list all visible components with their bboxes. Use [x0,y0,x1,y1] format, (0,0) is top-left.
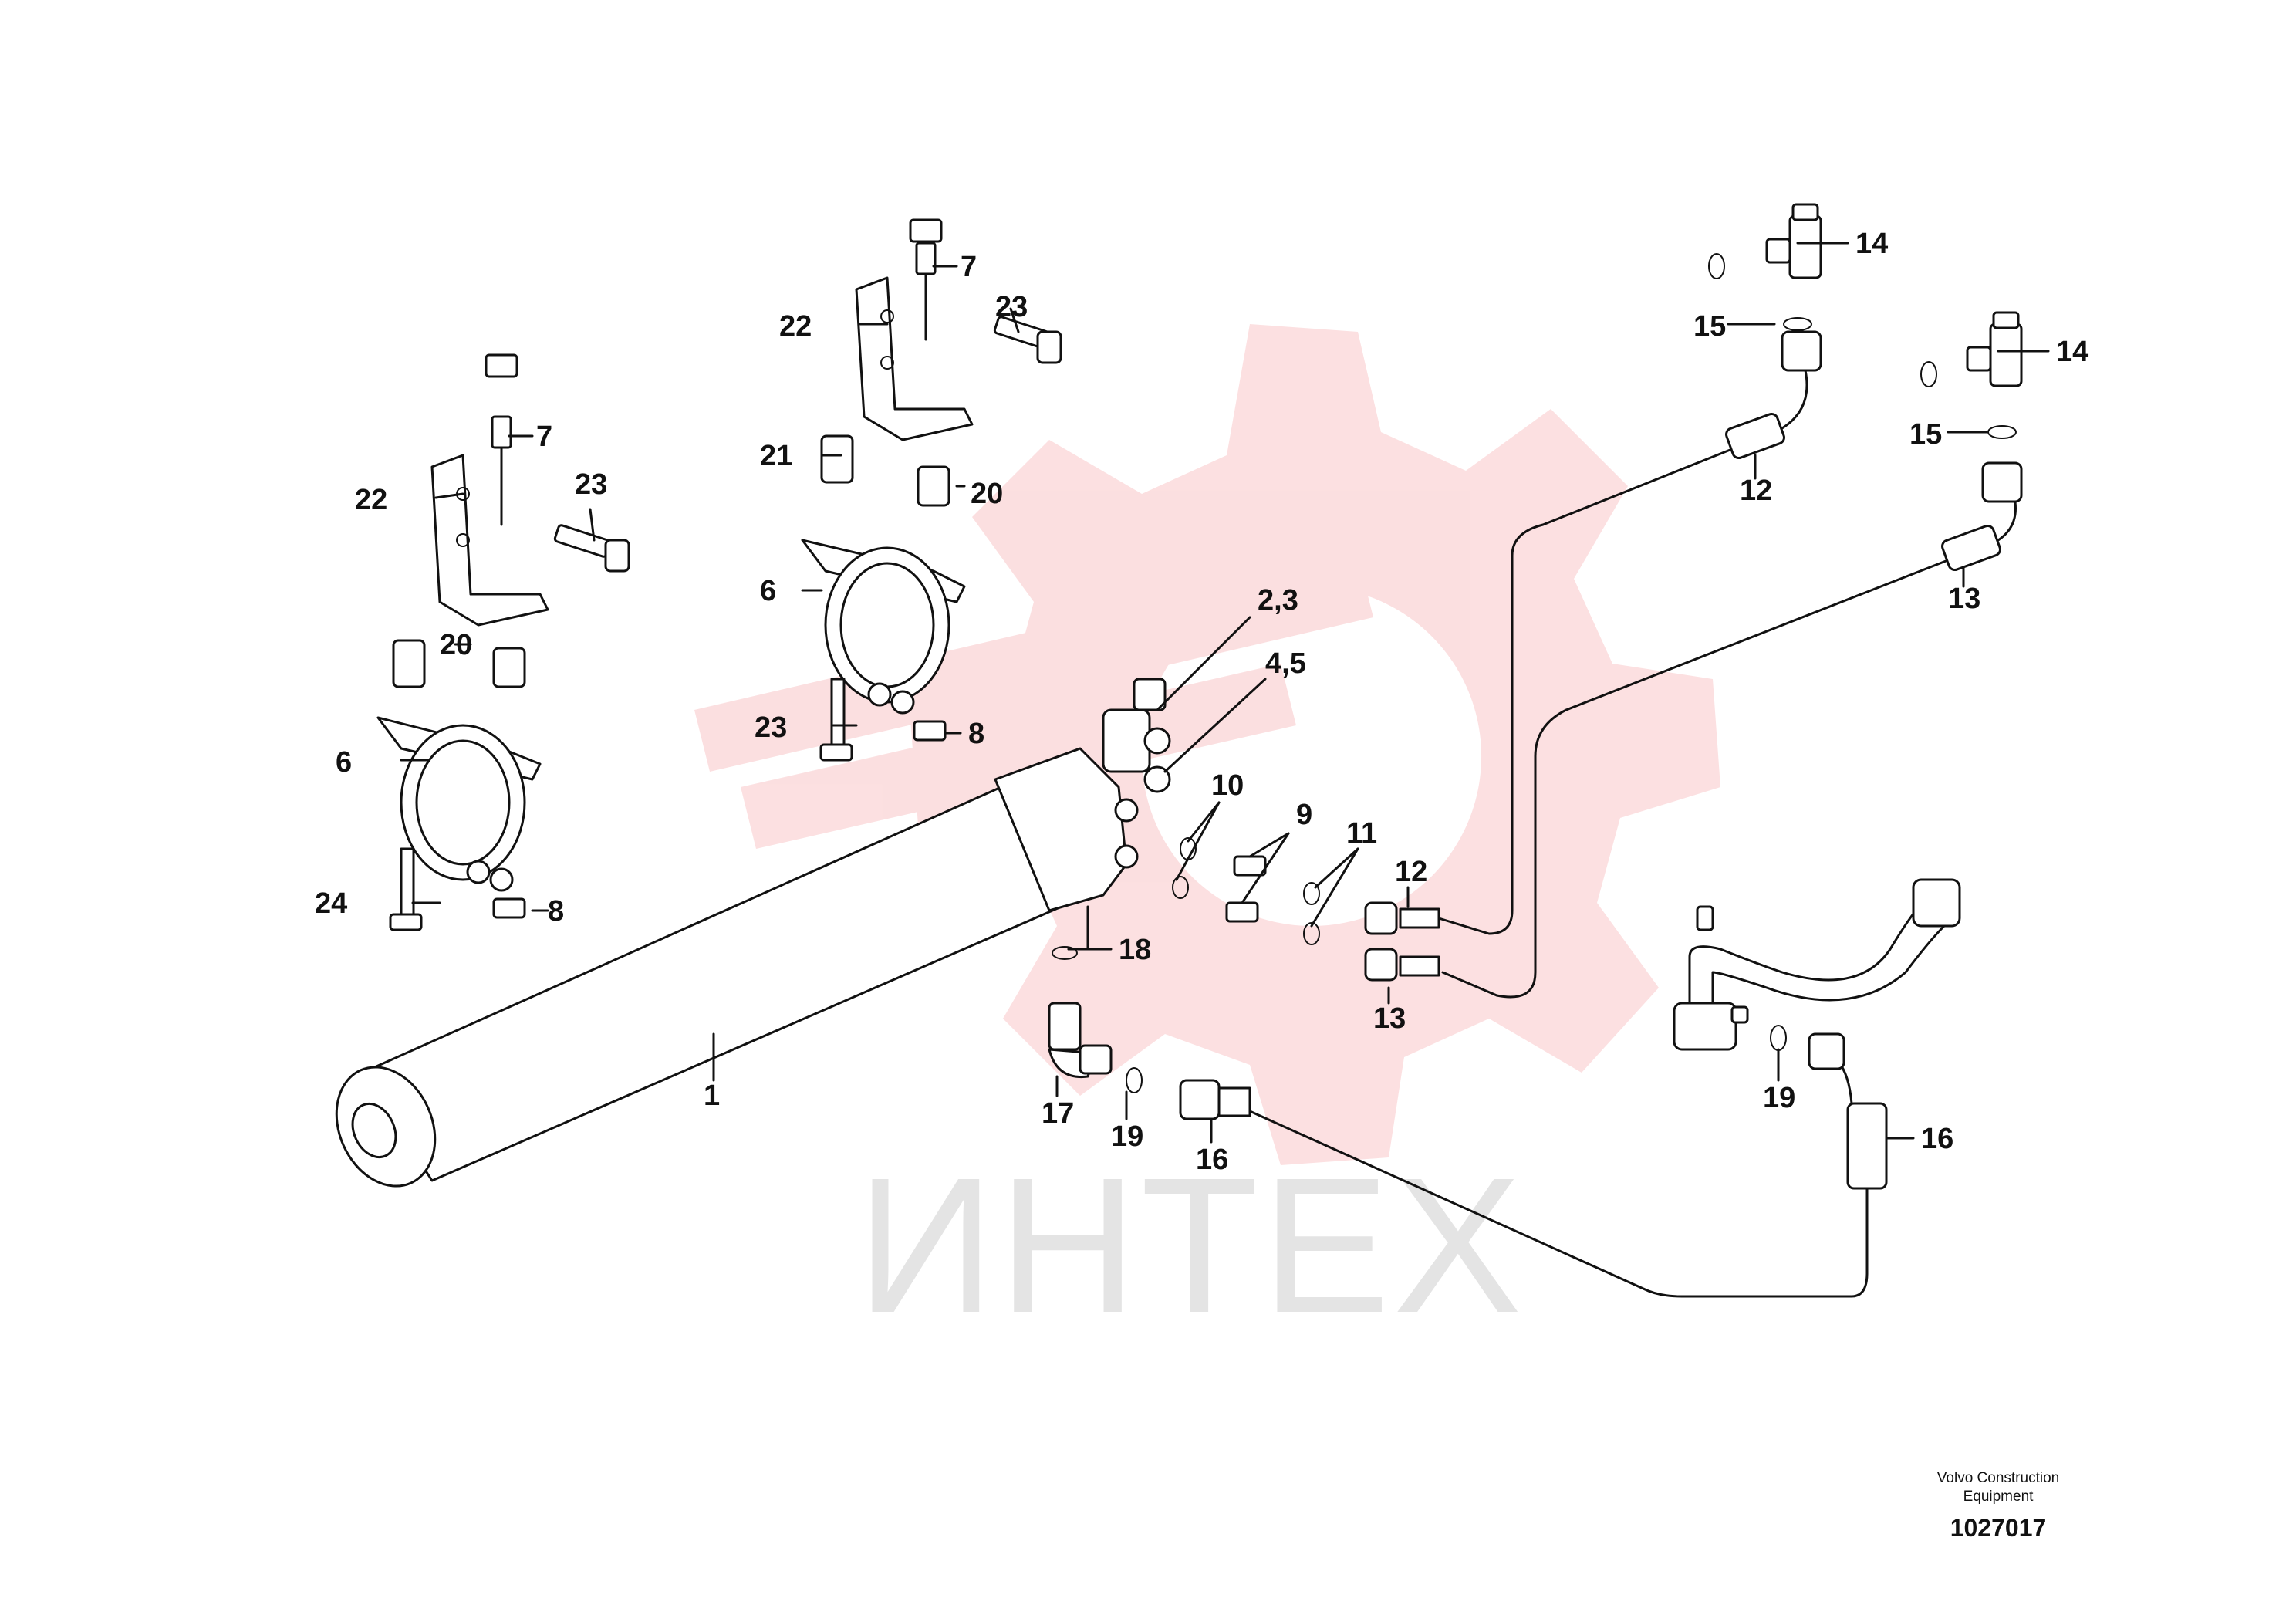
callout-22-mid: 22 [779,310,812,343]
callout-23-bolt: 23 [755,711,787,744]
callout-23-mid: 23 [995,291,1028,323]
callout-24: 24 [315,887,347,920]
bracket-22-mid [855,218,1062,441]
callout-12-right: 12 [1395,856,1427,888]
hydraulic-cylinder [335,678,1171,1188]
watermark-gear-icon [910,324,1720,1165]
callout-19-mid: 19 [1111,1120,1143,1153]
tee-fitting-14a [1708,203,1822,331]
hose-12-end-fitting [1725,330,1822,460]
callout-7-left: 7 [536,421,552,453]
leader-lines [400,242,2050,1144]
callout-16-right: 16 [1921,1123,1953,1155]
callout-6-mid: 6 [760,575,776,607]
footer-brand-line1: Volvo Construction [1936,1470,2060,1486]
watermark-text: ИНТЕХ [856,1137,1524,1353]
pipe-assembly [1673,878,1961,1051]
hose-16 [1248,1110,1869,1298]
callout-10: 10 [1211,769,1244,802]
callout-22-left: 22 [355,484,387,516]
callout-19-right: 19 [1763,1082,1795,1114]
callout-2-3: 2,3 [1258,584,1298,617]
callout-9: 9 [1296,799,1312,831]
drawing-number: 1027017 [1950,1514,2047,1542]
callout-12-top: 12 [1740,475,1772,507]
callout-23-left: 23 [575,468,607,501]
hose-16-right-fitting [1770,1025,1888,1190]
callout-21: 21 [760,440,792,472]
callout-14a: 14 [1855,228,1888,260]
callout-15a: 15 [1693,310,1726,343]
callout-7-mid: 7 [961,251,977,283]
callout-1: 1 [704,1080,720,1112]
watermark-stripe-1 [694,556,1373,772]
callout-11: 11 [1346,817,1377,850]
elbow-fitting-17 [1048,946,1251,1120]
footer-brand: Volvo Construction Equipment [1882,1469,2114,1506]
footer-brand-line2: Equipment [1963,1489,2034,1505]
callout-6-left: 6 [336,746,352,779]
callout-18: 18 [1119,934,1151,966]
clamp-6-mid [801,434,966,762]
callout-8-mid: 8 [968,718,984,750]
callout-20-left: 20 [440,629,472,661]
callout-14b: 14 [2056,336,2088,368]
callout-20-mid: 20 [971,478,1003,510]
callout-4-5: 4,5 [1265,647,1306,680]
hose-12-return [1441,554,1961,999]
callout-17: 17 [1042,1097,1074,1130]
callout-labels: 1 2,3 4,5 10 9 11 12 13 12 13 14 14 15 1… [315,228,2088,1176]
bracket-22-left [430,353,630,627]
callout-13-right: 13 [1948,583,1980,615]
watermark-gear-logo [694,324,1720,1165]
hose-12 [1437,446,1737,935]
clamp-6-left [376,639,542,931]
tee-fitting-14b [1920,311,2023,439]
hose-13-end-fitting [1941,461,2023,572]
callout-8-left: 8 [548,895,564,928]
callout-15b: 15 [1909,418,1942,451]
callout-16-mid: 16 [1196,1144,1228,1176]
callout-13-low: 13 [1373,1002,1406,1035]
